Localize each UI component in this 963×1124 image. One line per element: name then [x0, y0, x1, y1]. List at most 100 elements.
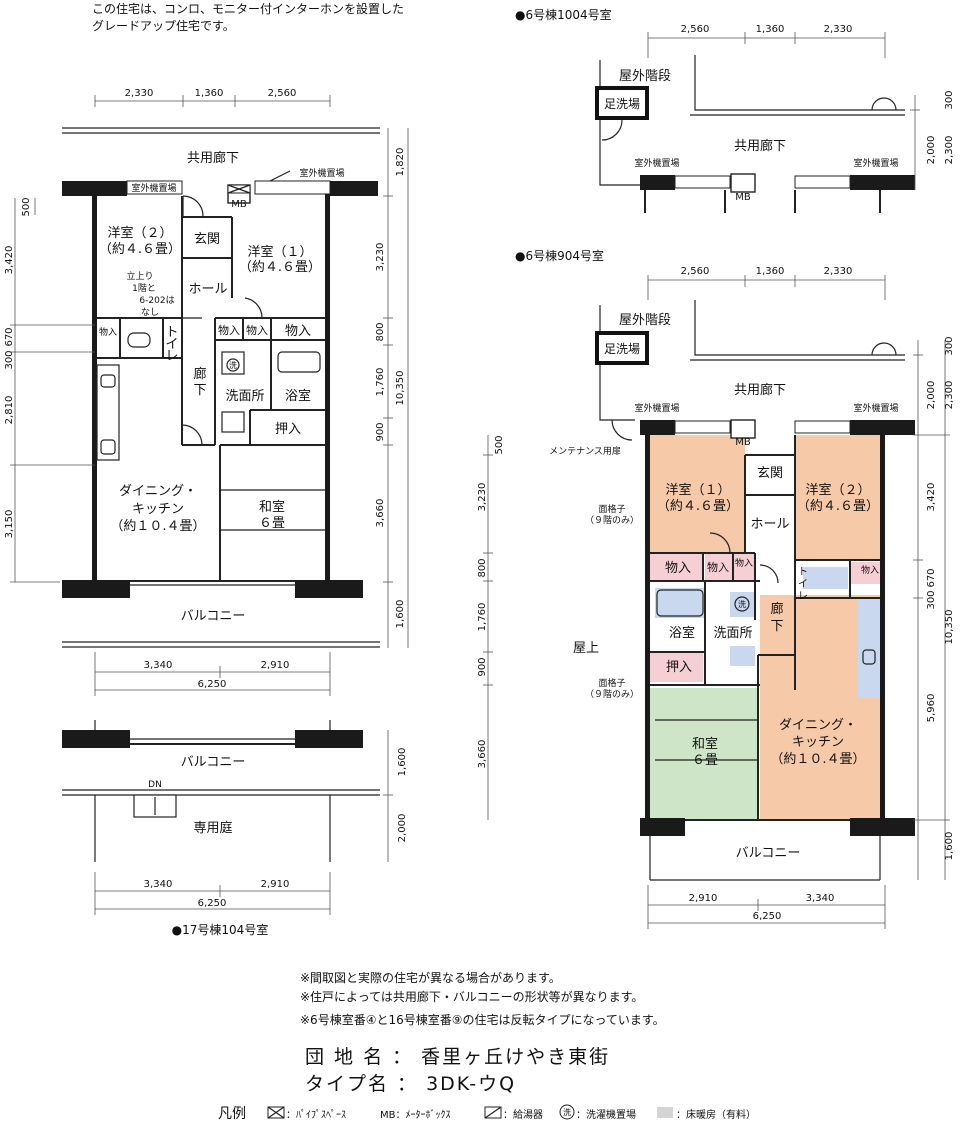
washer-icon: [559, 1104, 575, 1120]
right-caption: ●6号棟904号室: [515, 248, 604, 263]
r-dim-b-1: 2,910: [689, 893, 718, 904]
r-dim-r-1: 300: [944, 336, 955, 355]
left-storage-c: 物入: [285, 324, 311, 339]
r-dim-r-2: 2,000: [926, 381, 937, 410]
r-stairs-label: 屋外階段: [619, 313, 671, 328]
r-dim-t-1: 2,560: [681, 266, 710, 277]
r-dim-r-6: 300: [926, 590, 937, 609]
header-note-line2: グレードアップ住宅です。: [92, 18, 235, 33]
left-dim-l-5: 2,810: [4, 396, 15, 425]
legend-heater: ：給湯器: [503, 1108, 543, 1121]
r-dim-t-2: 1,360: [756, 266, 785, 277]
r-storage-small: 物入: [735, 557, 753, 569]
legend-mb: MB：ﾒｰﾀｰﾎﾞｯｸｽ: [380, 1109, 451, 1121]
r-storage-small-2: 物入: [861, 564, 879, 576]
r-rooftop-label: 屋上: [573, 641, 599, 656]
garden-dim-b-2: 2,910: [261, 879, 290, 890]
r-mb-label: MB: [735, 437, 751, 448]
r-lattice2-b: （９階のみ）: [585, 689, 639, 700]
left-hallway-2: 下: [193, 383, 206, 398]
left-storage-small: 物入: [99, 326, 117, 338]
left-tachiagari-1: 立上り: [126, 270, 153, 282]
left-toilet-1: ト: [165, 325, 178, 340]
left-japanese-1: 和室: [259, 499, 285, 515]
r-closet-label: 押入: [666, 660, 692, 675]
tr-dim-t-1: 2,560: [681, 24, 710, 35]
left-storage-a: 物入: [218, 323, 240, 337]
left-balcony-label: バルコニー: [181, 609, 246, 624]
left-japanese-2: ６畳: [259, 516, 285, 531]
left-dim-l-6: 3,150: [4, 510, 15, 539]
left-dk-1: ダイニング・: [119, 484, 197, 499]
left-toilet-3: レ: [165, 349, 178, 364]
tr-dim-t-2: 1,360: [756, 24, 785, 35]
left-dim-r-3: 800: [375, 322, 386, 341]
left-dim-r-5: 900: [375, 422, 386, 441]
header-note-line1: この住宅は、コンロ、モニター付インターホンを設置した: [92, 1, 404, 16]
left-dim-l-3: 300: [4, 350, 15, 369]
tr-outdoor-2: 室外機置場: [853, 157, 898, 169]
r-washer-mark: 洗: [738, 599, 746, 609]
r-storage-a: 物入: [665, 561, 691, 576]
left-toilet-2: イ: [165, 337, 178, 352]
tr-mb-label: MB: [735, 192, 751, 203]
left-dim-l-4: 670: [4, 327, 15, 346]
garden-balcony-label: バルコニー: [181, 755, 246, 770]
right-floor-plan: ●6号棟904号室 2,560 1,360 2,330 屋外階段 足洗場 共用廊…: [477, 248, 955, 929]
r-dim-r-7: 5,960: [926, 694, 937, 723]
left-washer-mark: 洗: [229, 360, 237, 370]
left-dim-b-1: 3,340: [144, 660, 173, 671]
note-1: ※間取図と実際の住宅が異なる場合があります。: [300, 970, 561, 985]
r-toilet-2: イ: [798, 579, 808, 590]
r-dim-l-5: 900: [477, 657, 488, 676]
garden-caption: ●17号棟104号室: [172, 922, 269, 937]
tr-dim-r-3: 2,300: [944, 136, 955, 165]
r-dim-l-1: 500: [494, 435, 505, 454]
r-hall-label: ホール: [750, 517, 789, 532]
left-hall-label: ホール: [188, 282, 227, 297]
r-dim-r-8: 1,600: [944, 832, 955, 861]
tr-dim-r-2: 2,000: [926, 136, 937, 165]
left-dim-b-total: 6,250: [198, 679, 227, 690]
left-hallway-1: 廊: [193, 366, 206, 382]
left-bathroom-label: 浴室: [285, 388, 311, 404]
r-corridor-label: 共用廊下: [734, 382, 786, 398]
left-dim-r-7: 1,600: [395, 600, 406, 629]
r-western2-name: 洋室（２）: [805, 482, 870, 498]
left-dim-l-1: 500: [21, 197, 32, 216]
r-hallway-2: 下: [770, 619, 783, 634]
garden-dim-r-1: 1,600: [397, 748, 408, 777]
tr-corridor-label: 共用廊下: [734, 138, 786, 154]
left-dk-3: （約１０.４畳）: [110, 519, 205, 534]
r-lattice1-a: 面格子: [598, 503, 625, 515]
left-outdoor-unit-1: 室外機置場: [131, 182, 176, 194]
r-western1-name: 洋室（１）: [665, 482, 730, 498]
floor-heat-icon: [657, 1107, 673, 1118]
dim-top-2: 1,360: [195, 88, 224, 99]
note-3: ※6号棟室番④と16号棟室番⑨の住宅は反転タイプになっています。: [300, 1012, 665, 1027]
legend-floor-heat: ：床暖房（有料）: [676, 1108, 756, 1121]
legend-washer-mark: 洗: [563, 1107, 571, 1117]
tr-stairs-label: 屋外階段: [619, 69, 671, 84]
r-dim-t-3: 2,330: [824, 266, 853, 277]
r-toilet-1: ト: [798, 567, 808, 578]
r-dk-1: ダイニング・: [779, 718, 857, 733]
legend-pipe: ：ﾊﾟｲﾌﾟｽﾍﾟｰｽ: [286, 1109, 346, 1121]
left-dim-r-1: 1,820: [395, 148, 406, 177]
r-dim-b-2: 3,340: [806, 893, 835, 904]
garden-plan: バルコニー DN 専用庭 1,600 2,000 3,340 2,910 6,2…: [62, 720, 408, 937]
left-dim-r-4: 1,760: [375, 368, 386, 397]
garden-dim-b-1: 3,340: [144, 879, 173, 890]
r-dim-r-4: 3,420: [926, 483, 937, 512]
r-dim-l-4: 1,760: [477, 603, 488, 632]
r-japanese-1: 和室: [692, 736, 718, 752]
r-toilet-3: レ: [798, 591, 808, 602]
r-lattice1-b: （９階のみ）: [585, 515, 639, 526]
garden-dim-b-total: 6,250: [198, 898, 227, 909]
type-name: タイプ名 ： 3DK-ウQ: [305, 1073, 516, 1095]
top-right-caption: ●6号棟1004号室: [515, 7, 612, 22]
left-storage-b: 物入: [246, 323, 268, 337]
r-western1-size: （約４.６畳）: [657, 499, 739, 514]
left-washroom-label: 洗面所: [225, 389, 264, 404]
